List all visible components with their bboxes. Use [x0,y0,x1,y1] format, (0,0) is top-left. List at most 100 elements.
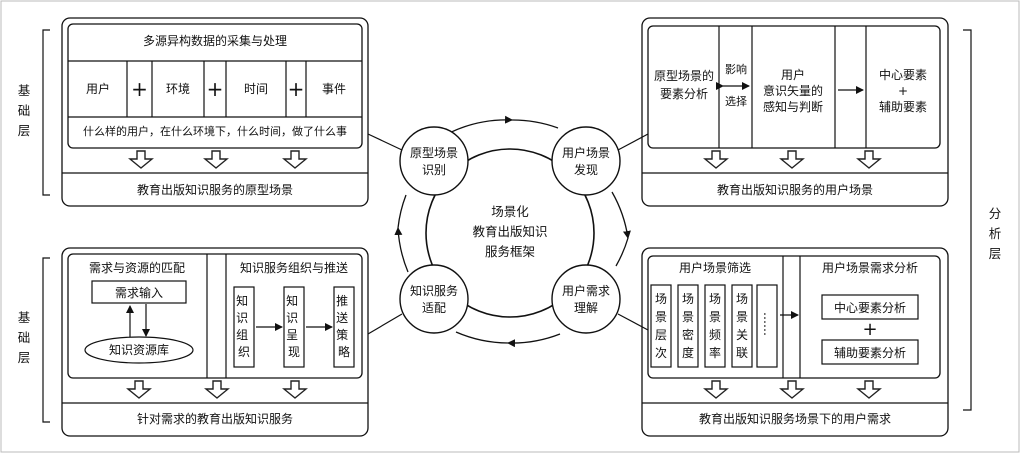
scene-column-char: 联 [736,346,748,360]
perception-line3: 感知与判断 [763,99,823,114]
bottom-left-footer: 针对需求的教育出版知识服务 [137,411,293,426]
center-cycle: 场景化 教育出版知识 服务框架 原型场景 识别 用户场景 发现 知识服务 适配 … [394,115,631,348]
step-char: 识 [286,311,298,325]
node-understand-line2: 理解 [574,301,598,315]
scene-column-char: 场 [736,292,748,306]
perception-line2: 意识矢量的 [763,83,823,98]
step-box [233,286,255,368]
element-event: 事件 [322,82,346,96]
side-label-left-bottom-2: 础 [18,330,31,345]
side-label-left-top-2: 础 [18,103,31,118]
demand-input-label: 需求输入 [115,285,163,300]
bottom-right-footer: 教育出版知识服务场景下的用户需求 [699,411,891,426]
scene-column-box [756,284,778,368]
scene-column-box [650,284,672,368]
step-char: 织 [238,345,250,359]
aux-element-label: 辅助要素 [879,100,927,114]
side-label-left-top-3: 层 [18,123,31,138]
step-char: 组 [236,328,248,342]
top-left-title: 多源异构数据的采集与处理 [143,33,287,48]
panel-prototype-scene: 多源异构数据的采集与处理 用户 环境 时间 事件 + + + 什么样的用户，在什… [61,17,369,207]
step-box [333,286,355,368]
center-analysis-box [821,294,919,320]
side-label-right-3: 层 [989,246,1002,261]
node-identify-line2: 识别 [422,163,446,177]
node-adapt-line1: 知识服务 [410,283,458,298]
node-discover-circle [551,126,621,196]
select-label: 选择 [725,94,747,108]
element-analysis-line1: 原型场景的 [654,68,714,83]
plus-sign: + [898,84,908,98]
scene-column-box [677,284,699,368]
scene-column-char: 层 [655,328,667,342]
element-analysis-line2: 要素分析 [660,87,708,101]
bottom-left-right-title: 知识服务组织与推送 [240,260,348,275]
step-char: 略 [338,344,350,359]
core-element-label: 中心要素 [879,67,927,82]
scene-column-char: 次 [655,346,667,360]
plus-sign: + [207,77,224,101]
step-knowledge-org: 知 识 组 织 [236,294,252,359]
scene-sentence: 什么样的用户，在什么环境下，什么时间，做了什么事 [83,124,347,138]
scene-column-char: 频 [709,328,721,342]
step-char: 现 [288,345,300,359]
hub-circle [425,148,595,318]
step-push-strategy: 推 送 策 略 [336,294,352,359]
scene-column-char: 景 [709,310,721,324]
side-label-left-top-1: 基 [18,83,31,98]
hub-line1: 场景化 [491,204,529,219]
aux-analysis-box [821,339,919,365]
step-char: 策 [336,328,348,342]
plus-sign: + [862,319,877,340]
aux-analysis-label: 辅助要素分析 [834,346,906,360]
element-user: 用户 [86,81,110,96]
scene-column-ellipsis: …… [761,312,775,336]
node-discover-line1: 用户场景 [562,145,610,160]
element-time: 时间 [244,82,268,96]
node-adapt-circle [399,264,469,334]
step-char: 呈 [286,328,298,342]
panel-knowledge-service: 需求与资源的匹配 需求输入 知识资源库 知识服务组织与推送 知 识 组 织 知 … [61,247,369,437]
scene-column-char: 景 [682,310,694,324]
cycle-arrow [394,227,409,273]
step-knowledge-present: 知 识 呈 现 [286,294,302,359]
step-char: 知 [286,294,298,308]
demand-input-box [91,280,187,304]
node-understand-circle [551,264,621,334]
scene-column-char: 率 [709,345,721,360]
step-char: 送 [336,310,348,325]
resource-library-label: 知识资源库 [109,342,169,357]
scene-column-char: 度 [682,345,694,360]
step-box [283,286,305,368]
scene-column-char: 景 [736,310,748,324]
scene-columns: 场景层次场景密度场景频率场景关联…… [650,284,778,368]
scene-column-box [704,284,726,368]
center-analysis-label: 中心要素分析 [834,300,906,315]
influence-label: 影响 [725,63,747,76]
perception-line1: 用户 [781,67,805,82]
side-label-right-1: 分 [989,206,1002,221]
bottom-right-left-title: 用户场景筛选 [679,260,751,275]
cycle-arrow [611,191,631,239]
scene-column-char: 场 [709,292,721,306]
step-char: 识 [236,311,248,325]
scene-column-char: 关 [736,328,748,342]
hub-line3: 服务框架 [485,244,535,259]
node-discover-line2: 发现 [574,162,598,177]
step-char: 推 [336,294,348,308]
plus-sign: + [131,77,148,101]
panel-connectors [367,133,649,335]
side-label-left-bottom-3: 层 [18,350,31,365]
side-brackets [42,29,972,423]
node-adapt-line2: 适配 [422,301,446,315]
node-identify-line1: 原型场景 [410,146,458,160]
top-right-footer: 教育出版知识服务的用户场景 [717,182,873,197]
scene-column-box [731,284,753,368]
scene-column-char: 密 [682,327,694,342]
scene-column-char: 场 [682,292,694,306]
top-left-footer: 教育出版知识服务的原型场景 [137,182,293,197]
step-char: 知 [236,294,248,308]
scene-column-char: 场 [655,292,667,306]
